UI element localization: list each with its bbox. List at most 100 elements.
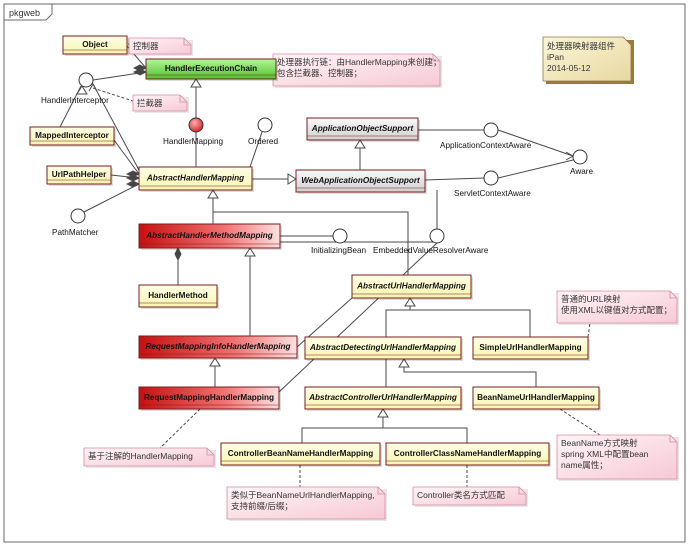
interface-handler-mapping[interactable]: HandlerMapping [163, 117, 224, 146]
class-label: WebApplicationObjectSupport [301, 176, 420, 185]
interface-circle [70, 208, 86, 224]
interface-path-matcher[interactable]: PathMatcher [52, 208, 99, 237]
interface-label: InitializingBean [311, 246, 367, 255]
interface-label: ServletContextAware [454, 189, 531, 198]
class-object[interactable]: Object [62, 35, 129, 56]
methodmapping-ahm-arrowhead [207, 189, 219, 199]
infomapping-methodmapping-arrowhead [244, 247, 256, 257]
class-abstract-controller-url-handler-mapping[interactable]: AbstractControllerUrlHandlerMapping [304, 386, 463, 411]
note-annotation-line: 基于注解的HandlerMapping [88, 451, 193, 461]
note-controller-class-name: Controller类名方式匹配 [412, 486, 528, 507]
note-annotation: 基于注解的HandlerMapping [83, 447, 216, 468]
class-abstract-url-handler-mapping[interactable]: AbstractUrlHandlerMapping [351, 274, 473, 300]
class-abstract-handler-mapping[interactable]: AbstractHandlerMapping [138, 166, 254, 192]
class-abstract-handler-method-mapping[interactable]: AbstractHandlerMethodMapping [138, 223, 282, 250]
note-interceptor-line: 拦截器 [137, 98, 163, 108]
note-bean-name-anchor [559, 408, 601, 436]
class-request-mapping-handler-mapping[interactable]: RequestMappingHandlerMapping [138, 386, 281, 411]
class-web-application-object-support[interactable]: WebApplicationObjectSupport [295, 169, 427, 194]
class-url-path-helper[interactable]: UrlPathHelper [46, 165, 113, 186]
class-abstract-detecting-url-handler-mapping[interactable]: AbstractDetectingUrlHandlerMapping [304, 336, 463, 361]
ahm-webappsupport-arrowhead [287, 173, 297, 185]
connector-24 [278, 242, 438, 393]
interface-circle [257, 117, 273, 133]
controller-arrowhead [377, 408, 389, 418]
note-simple-url-line: 使用XML以键值对方式配置； [561, 305, 672, 315]
class-label: RequestMappingInfoHandlerMapping [145, 342, 290, 351]
interface-circle [572, 149, 588, 165]
class-label: SimpleUrlHandlerMapping [479, 343, 581, 352]
class-controller-class-name-handler-mapping[interactable]: ControllerClassNameHandlerMapping [385, 442, 551, 467]
meta-note-line: 2014-05-12 [547, 63, 591, 73]
connector-layer [59, 43, 601, 487]
note-controller-bean-name-line: 类似于BeanNameUrlHandlerMapping, [231, 490, 375, 500]
class-handler-execution-chain[interactable]: HandlerExecutionChain [145, 58, 278, 81]
note-chain-line: 包含拦截器、控制器； [277, 68, 362, 78]
class-label: BeanNameUrlHandlerMapping [477, 393, 595, 402]
ahm-urlpath-diamond [125, 174, 141, 182]
class-label: HandlerExecutionChain [165, 64, 257, 73]
class-application-object-support[interactable]: ApplicationObjectSupport [306, 117, 420, 142]
interface-label: Ordered [248, 137, 278, 146]
class-label: ControllerBeanNameHandlerMapping [228, 449, 374, 458]
class-mapped-interceptor[interactable]: MappedInterceptor [29, 126, 116, 147]
interface-circle [483, 170, 499, 186]
note-bean-name-line: name属性； [561, 460, 608, 470]
interface-label: HandlerInterceptor [41, 96, 109, 105]
class-label: Object [82, 40, 108, 49]
connector-30 [383, 427, 468, 443]
interface-label: PathMatcher [52, 228, 99, 237]
note-interceptor-anchor [92, 87, 134, 102]
class-label: AbstractHandlerMapping [146, 174, 244, 183]
interface-circle [78, 72, 94, 88]
class-bean-name-url-handler-mapping[interactable]: BeanNameUrlHandlerMapping [472, 386, 601, 411]
class-label: AbstractControllerUrlHandlerMapping [308, 393, 457, 402]
class-label: ApplicationObjectSupport [311, 124, 414, 133]
class-label: MappedInterceptor [35, 131, 110, 140]
class-request-mapping-info-handler-mapping[interactable]: RequestMappingInfoHandlerMapping [138, 335, 299, 360]
note-controller-class-name-line: Controller类名方式匹配 [417, 490, 505, 500]
interface-application-context-aware[interactable]: ApplicationContextAware [440, 122, 532, 150]
interface-initializing-bean[interactable]: InitializingBean [311, 228, 367, 255]
class-label: ControllerClassNameHandlerMapping [394, 449, 541, 458]
class-label: HandlerMethod [148, 291, 208, 300]
note-simple-url-line: 普通的URL映射 [561, 294, 621, 304]
note-bean-name-line: BeanName方式映射 [561, 438, 638, 448]
chain-interceptor-diamond [132, 68, 148, 76]
meta-note-line: 处理器映射器组件 [547, 41, 616, 51]
urlmapping-arrowhead [404, 297, 416, 307]
webapp-appsupport-arrowhead [354, 139, 366, 149]
class-label: AbstractUrlHandlerMapping [356, 282, 466, 291]
note-controller-bean-name-line: 支持前缀/后缀； [231, 501, 293, 511]
connector-9 [83, 183, 140, 213]
interface-label: Aware [570, 167, 594, 176]
classes-layer: ObjectHandlerExecutionChainMappedInterce… [29, 35, 601, 467]
note-handler: 控制器 [128, 37, 193, 56]
class-simple-url-handler-mapping[interactable]: SimpleUrlHandlerMapping [472, 336, 590, 361]
connector-26 [410, 309, 531, 337]
detecting-arrowhead [398, 358, 410, 368]
interface-servlet-context-aware[interactable]: ServletContextAware [454, 170, 531, 198]
interface-handler-interceptor[interactable]: HandlerInterceptor [41, 72, 109, 105]
note-interceptor: 拦截器 [132, 94, 189, 113]
note-controller-bean-name: 类似于BeanNameUrlHandlerMapping,支持前缀/后缀； [226, 486, 387, 521]
chain-handlermapping-arrowhead [190, 78, 202, 88]
interface-label: HandlerMapping [163, 137, 224, 146]
connector-6 [92, 83, 140, 171]
class-handler-method[interactable]: HandlerMethod [138, 284, 219, 309]
class-label: AbstractDetectingUrlHandlerMapping [309, 343, 456, 352]
class-label: UrlPathHelper [52, 170, 107, 179]
mapped-interceptor-arrowhead [76, 85, 88, 95]
interface-label: EmbeddedValueResolverAware [373, 246, 489, 255]
class-controller-bean-name-handler-mapping[interactable]: ControllerBeanNameHandlerMapping [220, 442, 382, 467]
interface-aware[interactable]: Aware [570, 149, 594, 176]
interface-embedded-value-resolver-aware[interactable]: EmbeddedValueResolverAware [373, 228, 489, 255]
connector-14 [497, 129, 574, 157]
connector-15 [497, 159, 574, 179]
interface-ordered[interactable]: Ordered [248, 117, 278, 146]
interface-circle [332, 228, 348, 244]
interface-circle [188, 117, 204, 133]
